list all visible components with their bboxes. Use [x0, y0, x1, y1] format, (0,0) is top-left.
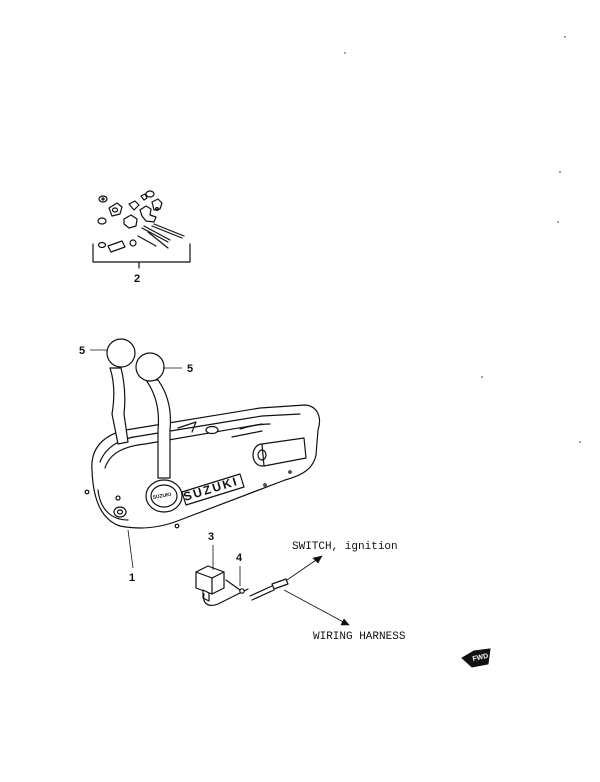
fwd-label: FWD — [472, 653, 489, 663]
callout-2: 2 — [134, 273, 140, 285]
hardware-kit — [92, 190, 191, 269]
callout-3: 3 — [208, 531, 214, 543]
callout-5-front-lever: 5 — [187, 363, 193, 375]
ignition-switch — [195, 545, 249, 606]
callout-5-rear-lever: 5 — [79, 345, 85, 357]
callout-4: 4 — [236, 552, 243, 564]
fwd-arrow-badge: FWD — [461, 648, 491, 668]
leader-harness — [283, 589, 350, 626]
leader-1 — [127, 529, 134, 569]
callout-1: 1 — [129, 572, 135, 584]
label-wiring-harness: WIRING HARNESS — [313, 631, 406, 643]
screw — [225, 566, 245, 594]
lever-rear — [106, 338, 136, 445]
hub-logo: SUZUKI — [152, 492, 172, 501]
arrow-harness — [340, 618, 350, 626]
harness-connector — [249, 578, 289, 601]
remote-control-box: SUZUKI SUZUKI — [84, 404, 321, 529]
arrow-switch — [312, 555, 323, 564]
lever-front — [135, 352, 172, 479]
label-switch-ignition: SWITCH, ignition — [292, 541, 398, 553]
